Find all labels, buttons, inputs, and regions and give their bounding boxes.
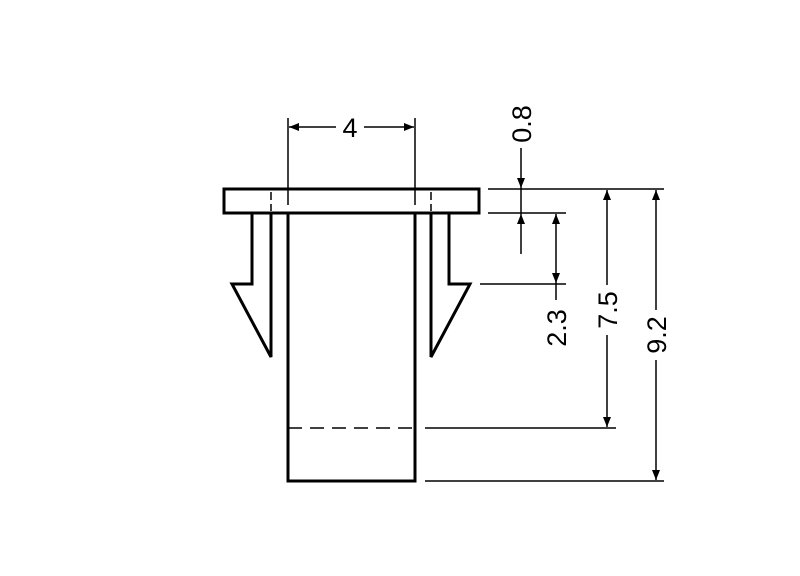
flange <box>222 187 481 215</box>
dimension-flange-thickness: 0.8 <box>507 105 537 254</box>
dimension-inner-depth: 7.5 <box>593 190 623 427</box>
left-barb <box>229 213 273 358</box>
dim-flange-label: 0.8 <box>507 105 537 143</box>
dimension-barb: 2.3 <box>542 214 572 347</box>
dim-height-label: 9.2 <box>642 316 672 354</box>
part-outline <box>222 187 481 483</box>
dim-depth-label: 7.5 <box>593 291 623 329</box>
right-barb <box>429 213 473 358</box>
tube <box>286 213 417 483</box>
dimension-overall-height: 9.2 <box>642 190 672 480</box>
dimension-width: 4 <box>289 113 414 143</box>
extension-lines <box>287 118 664 482</box>
dim-width-label: 4 <box>342 113 357 143</box>
dim-barb-label: 2.3 <box>542 309 572 347</box>
